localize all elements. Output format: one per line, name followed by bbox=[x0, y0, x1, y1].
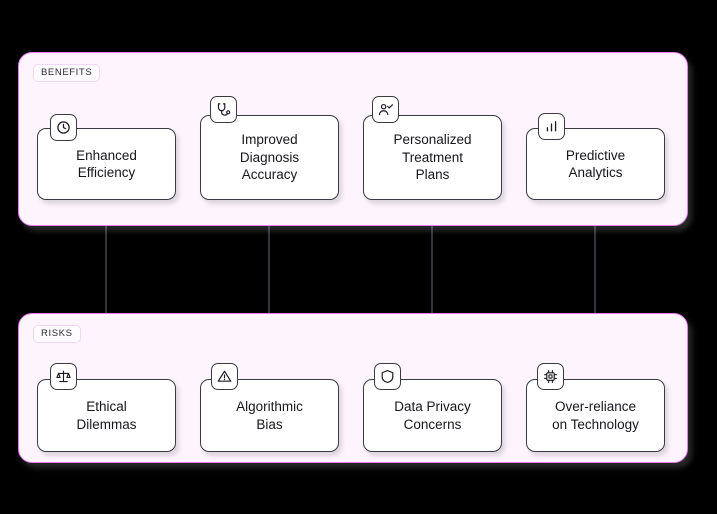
card-over-reliance-on-technology[interactable]: Over-reliance on Technology bbox=[526, 379, 665, 452]
card-predictive-analytics[interactable]: Predictive Analytics bbox=[526, 128, 665, 200]
card-label: Predictive Analytics bbox=[565, 147, 626, 181]
card-label: Over-reliance on Technology bbox=[552, 399, 639, 432]
section-badge-benefits: BENEFITS bbox=[33, 64, 101, 82]
bar-chart-icon bbox=[538, 113, 565, 140]
stethoscope-icon bbox=[210, 96, 237, 123]
card-label: Data Privacy Concerns bbox=[394, 399, 471, 432]
card-ethical-dilemmas[interactable]: Ethical Dilemmas bbox=[37, 379, 176, 452]
user-check-icon bbox=[372, 96, 399, 123]
card-label: Ethical Dilemmas bbox=[76, 399, 137, 432]
scales-icon bbox=[50, 363, 77, 390]
shield-icon bbox=[374, 363, 401, 390]
cpu-chip-icon bbox=[537, 363, 564, 390]
card-label: Improved Diagnosis Accuracy bbox=[239, 132, 300, 183]
card-data-privacy-concerns[interactable]: Data Privacy Concerns bbox=[363, 379, 502, 452]
clock-icon bbox=[50, 114, 77, 141]
warning-triangle-icon bbox=[211, 363, 238, 390]
card-personalized-treatment-plans[interactable]: Personalized Treatment Plans bbox=[363, 115, 502, 200]
card-label: Algorithmic Bias bbox=[236, 399, 303, 432]
card-improved-diagnosis-accuracy[interactable]: Improved Diagnosis Accuracy bbox=[200, 115, 339, 200]
card-algorithmic-bias[interactable]: Algorithmic Bias bbox=[200, 379, 339, 452]
card-label: Enhanced Efficiency bbox=[76, 147, 137, 181]
section-badge-risks: RISKS bbox=[33, 325, 81, 343]
card-label: Personalized Treatment Plans bbox=[393, 132, 472, 183]
